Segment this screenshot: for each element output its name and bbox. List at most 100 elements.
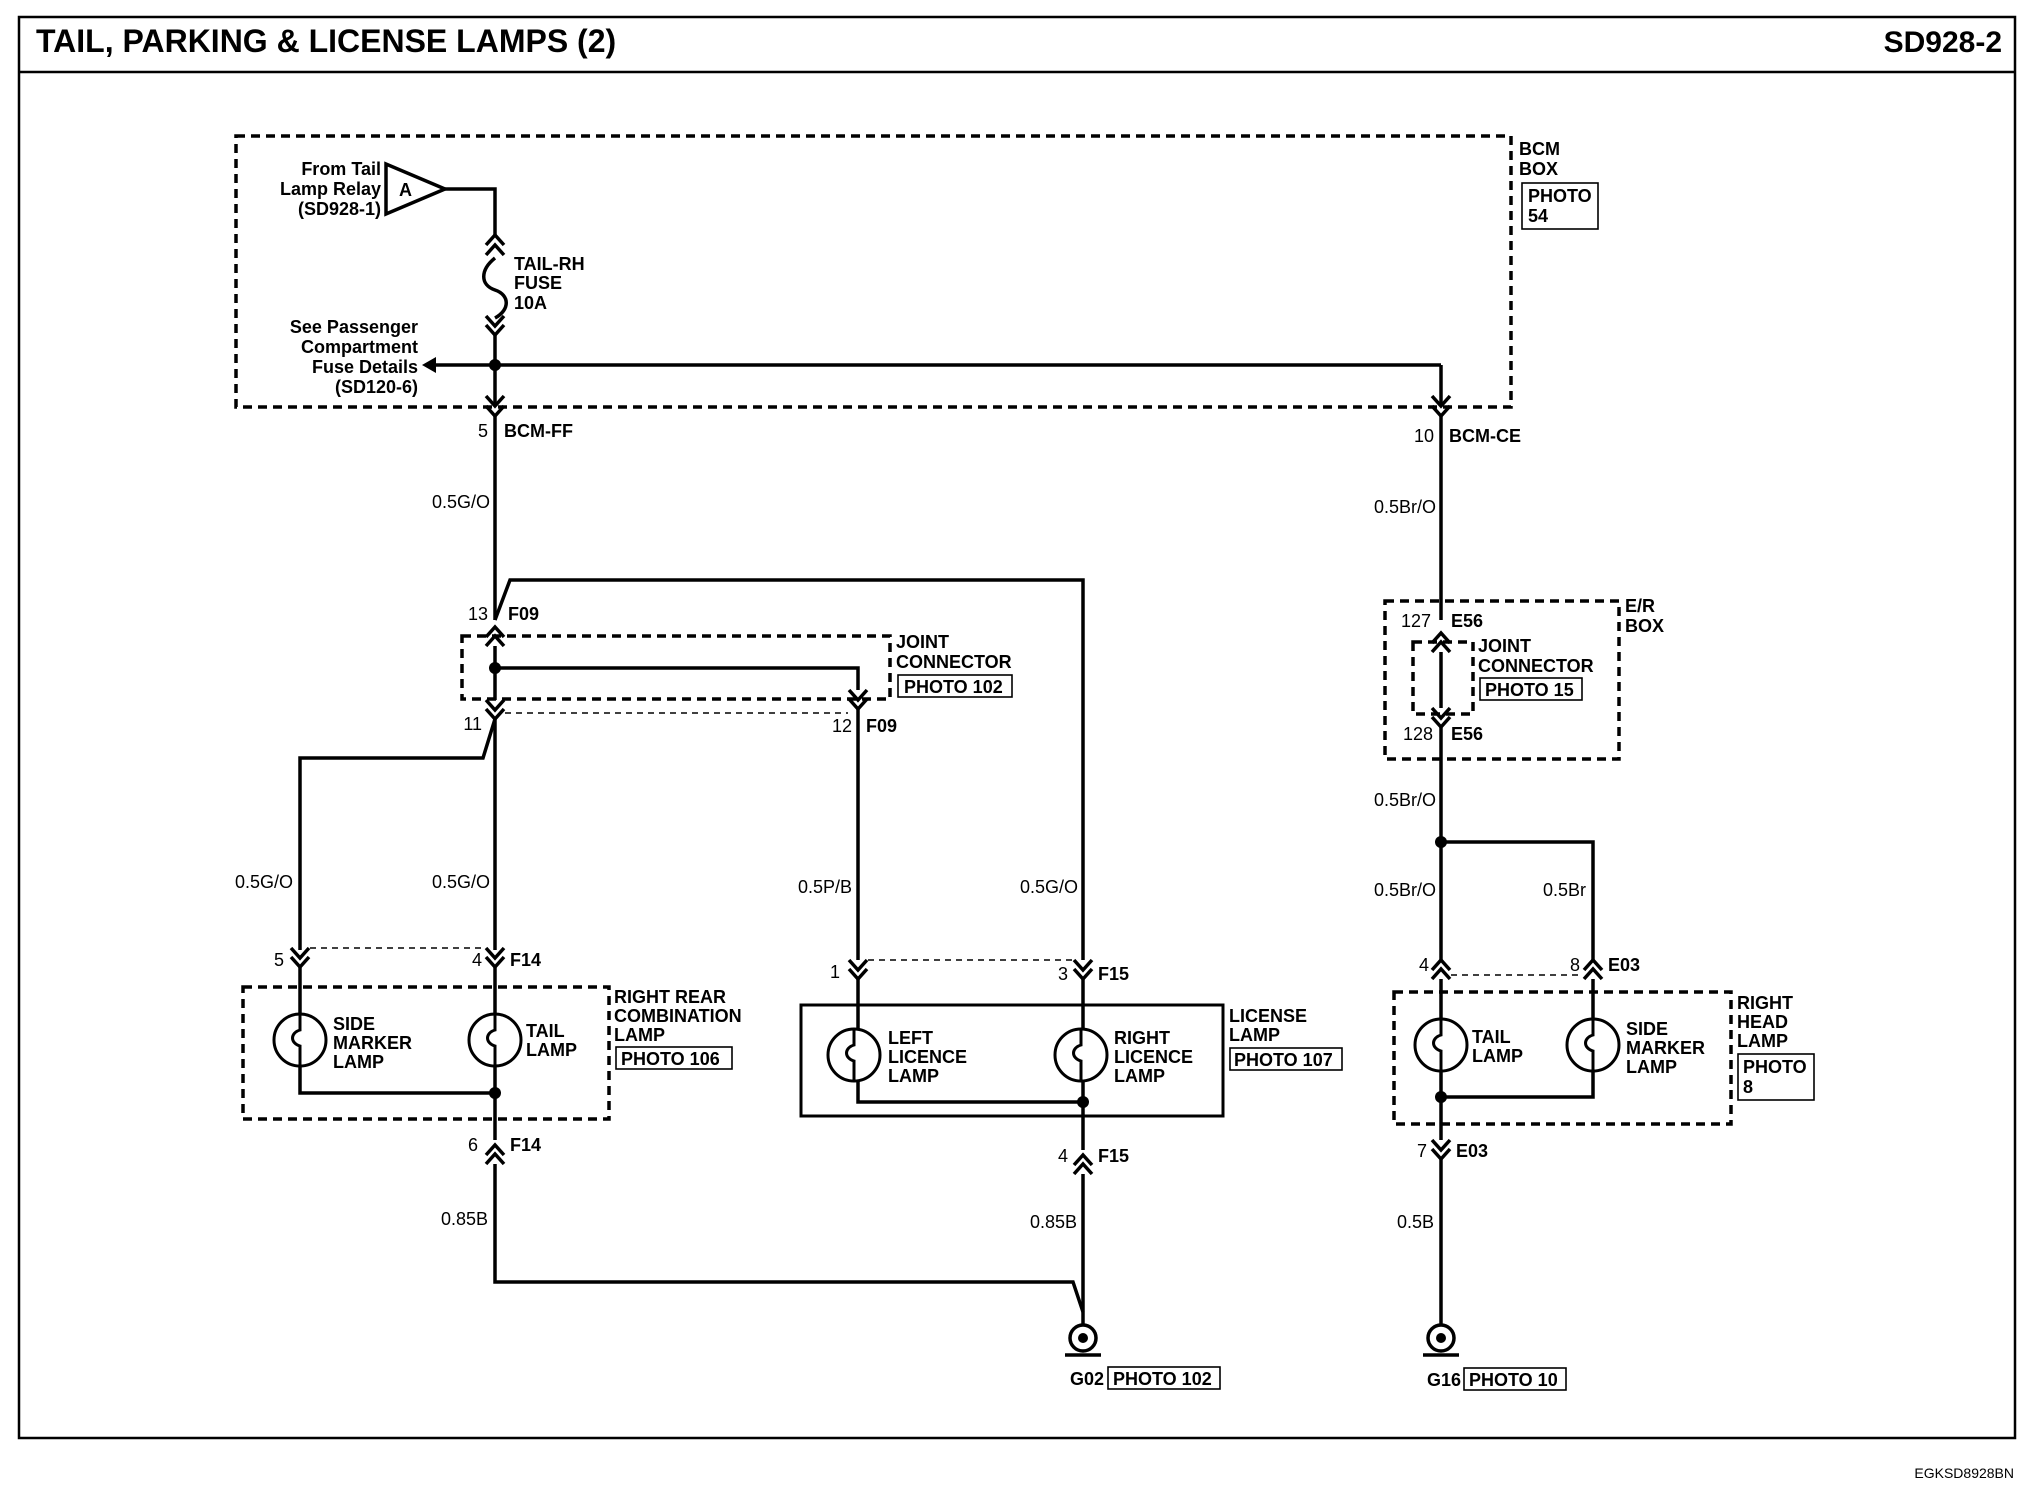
relay-note-3: (SD928-1) <box>298 199 381 219</box>
ground-g16-photo-box <box>1463 1367 1567 1391</box>
wire-to-right-licence <box>493 578 1085 960</box>
rear-combo-label-3: LAMP <box>614 1025 665 1045</box>
joint-left-box <box>460 634 892 701</box>
fuse-connector-top <box>484 232 506 257</box>
tail-lamp-label-1: TAIL <box>526 1021 565 1041</box>
left-licence-label-2: LICENCE <box>888 1047 967 1067</box>
joint-left-photo-box <box>897 674 1013 698</box>
joint-right-label-1: JOINT <box>1478 636 1531 656</box>
head-side-filament <box>1584 1019 1595 1071</box>
relay-connector-tag: A <box>399 180 412 200</box>
fuse-name: TAIL-RH <box>514 254 585 274</box>
lic-right-connector <box>1072 958 1094 982</box>
page-title: TAIL, PARKING & LICENSE LAMPS (2) <box>36 23 616 59</box>
head-out-connector-name: E03 <box>1456 1141 1488 1161</box>
fuse-symbol <box>482 256 508 320</box>
ground-g16-label: G16 <box>1427 1370 1461 1390</box>
fuse-connector-bottom <box>484 314 506 338</box>
lic-connector-in: F15 <box>1098 964 1129 984</box>
diagram-frame <box>17 15 2017 1440</box>
side-marker-filament <box>291 1014 302 1066</box>
passenger-note-1: See Passenger <box>290 317 418 337</box>
head-out-pin: 7 <box>1417 1141 1427 1161</box>
passenger-note-3: Fuse Details <box>312 357 418 377</box>
joint-left-bus-horz <box>495 666 860 690</box>
joint-left-bl-pin: 11 <box>463 714 482 734</box>
rear-combo-box <box>241 985 611 1121</box>
left-licence-filament <box>845 1029 856 1081</box>
joint-right-top-pin: 127 <box>1401 611 1431 631</box>
bcm-ff-pin: 5 <box>478 421 488 441</box>
head-lamp-box <box>1392 990 1733 1126</box>
head-side-connector <box>1582 957 1604 981</box>
wire-label-w4: 0.5P/B <box>798 877 852 897</box>
joint-left-photo: PHOTO 102 <box>904 677 1003 697</box>
wire-label-w9: 0.5Br/O <box>1374 790 1436 810</box>
lic-out-connector <box>1072 1152 1094 1176</box>
head-photo-label: PHOTO <box>1743 1057 1807 1077</box>
passenger-note-4: (SD120-6) <box>335 377 418 397</box>
wire-label-w6: 0.85B <box>441 1209 488 1229</box>
tail-lamp-filament <box>486 1014 497 1066</box>
head-tail-label-1: TAIL <box>1472 1027 1511 1047</box>
license-photo-box <box>1229 1047 1343 1071</box>
rear-tail-connector <box>484 946 506 970</box>
right-licence-label-2: LICENCE <box>1114 1047 1193 1067</box>
lic-out-connector-name: F15 <box>1098 1146 1129 1166</box>
joint-right-label-2: CONNECTOR <box>1478 656 1594 676</box>
right-licence-filament <box>1072 1029 1083 1081</box>
rear-out-connector <box>484 1142 506 1166</box>
fuse-name-2: FUSE <box>514 273 562 293</box>
er-box-outline <box>1383 599 1621 761</box>
wire-label-w10: 0.5Br/O <box>1374 880 1436 900</box>
left-licence-label-1: LEFT <box>888 1028 933 1048</box>
lic-return <box>856 1081 1083 1104</box>
ground-g02-label: G02 <box>1070 1369 1104 1389</box>
joint-left-label-1: JOINT <box>896 632 949 652</box>
relay-connector-triangle <box>384 161 450 217</box>
bcm-ff-connector-name: BCM-FF <box>504 421 573 441</box>
wire-label-w11: 0.5Br <box>1543 880 1586 900</box>
head-tail-filament <box>1432 1019 1443 1071</box>
joint-right-top-connector <box>1430 630 1452 654</box>
head-return <box>1441 1071 1595 1099</box>
rear-side-connector <box>289 946 311 970</box>
license-label-1: LICENSE <box>1229 1006 1307 1026</box>
left-licence-label-3: LAMP <box>888 1066 939 1086</box>
er-box-label-2: BOX <box>1625 616 1664 636</box>
head-tail-pin: 4 <box>1419 955 1429 975</box>
rear-side-pin: 5 <box>274 950 284 970</box>
joint-right-bot-conn: E56 <box>1451 724 1483 744</box>
head-side-pin: 8 <box>1570 955 1580 975</box>
head-side-label-2: MARKER <box>1626 1038 1705 1058</box>
wire-label-w7: 0.85B <box>1030 1212 1077 1232</box>
bcm-box-name-2: BOX <box>1519 159 1558 179</box>
wire-to-side-marker <box>298 718 497 950</box>
bcm-photo-number: 54 <box>1528 206 1548 226</box>
head-side-label-1: SIDE <box>1626 1019 1668 1039</box>
rear-lamp-return <box>298 1066 495 1095</box>
rear-return-splice <box>489 1087 501 1099</box>
wire-label-w3: 0.5G/O <box>432 872 490 892</box>
head-photo-box <box>1737 1053 1815 1101</box>
ground-g02-photo-box <box>1107 1366 1221 1390</box>
head-label-1: RIGHT <box>1737 993 1793 1013</box>
joint-left-top-conn: F09 <box>508 604 539 624</box>
joint-right-box <box>1411 640 1475 716</box>
side-marker-label-3: LAMP <box>333 1052 384 1072</box>
head-tail-connector <box>1430 957 1452 981</box>
diagram-code: SD928-2 <box>1884 26 2002 59</box>
bcm-ce-pin: 10 <box>1414 426 1434 446</box>
wire-label-w5: 0.5G/O <box>1020 877 1078 897</box>
head-label-3: LAMP <box>1737 1031 1788 1051</box>
right-licence-label-1: RIGHT <box>1114 1028 1170 1048</box>
rear-tail-pin: 4 <box>472 950 482 970</box>
lic-left-connector <box>847 958 869 982</box>
joint-left-top-pin: 13 <box>468 604 488 624</box>
ground-g16-dot <box>1436 1333 1446 1343</box>
ground-g02-photo: PHOTO 102 <box>1113 1369 1212 1389</box>
license-photo: PHOTO 107 <box>1234 1050 1333 1070</box>
license-lamp-box <box>799 1003 1225 1118</box>
rear-out-connector-name: F14 <box>510 1135 541 1155</box>
